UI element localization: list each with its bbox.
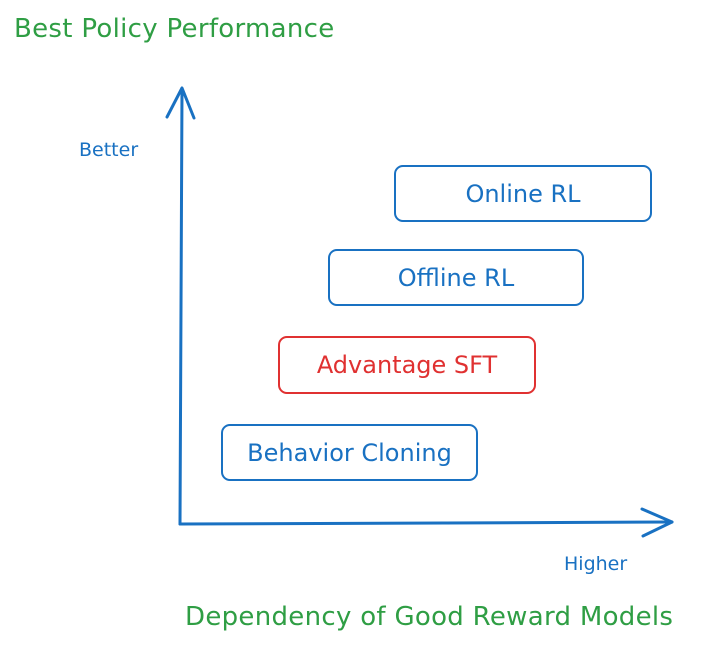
method-box-offline-rl: Offline RL [328, 249, 584, 306]
x-axis-line [178, 520, 674, 526]
y-axis-arrowhead [165, 86, 196, 120]
method-label: Offline RL [397, 263, 515, 292]
method-label: Behavior Cloning [247, 438, 452, 467]
x-axis-arrowhead [640, 507, 674, 538]
method-label: Online RL [465, 179, 581, 208]
method-box-online-rl: Online RL [394, 165, 652, 222]
method-box-behavior-cloning: Behavior Cloning [221, 424, 478, 481]
y-axis-title: Best Policy Performance [14, 14, 335, 44]
higher-label: Higher [564, 553, 628, 575]
y-axis-line [178, 88, 184, 526]
method-label: Advantage SFT [316, 351, 498, 379]
method-box-advantage-sft: Advantage SFT [278, 336, 536, 394]
x-axis-title: Dependency of Good Reward Models [185, 602, 674, 632]
better-label: Better [79, 139, 139, 161]
